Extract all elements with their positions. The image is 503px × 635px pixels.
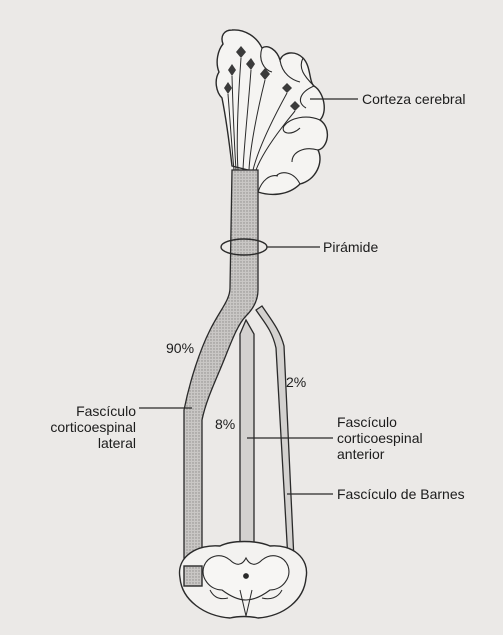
label-corteza-cerebral: Corteza cerebral <box>362 91 466 107</box>
leader-lines <box>139 98 358 495</box>
label-fasciculo-barnes: Fascículo de Barnes <box>337 486 465 502</box>
pyramidal-neurons <box>224 46 300 111</box>
label-lateral-line-2: corticoespinal <box>50 419 136 435</box>
label-piramide: Pirámide <box>323 239 379 255</box>
label-anterior-line-2: corticoespinal <box>337 430 423 446</box>
cortex-gyri <box>257 47 321 193</box>
label-anterior-line-1: Fascículo <box>337 414 397 430</box>
label-fasciculo-lateral: Fascículo corticoespinal lateral <box>20 403 136 451</box>
label-percent-90: 90% <box>166 340 195 356</box>
label-percent-2: 2% <box>286 374 307 390</box>
label-lateral-line-1: Fascículo <box>76 403 136 419</box>
label-percent-8: 8% <box>215 416 236 432</box>
descending-axons <box>227 57 296 171</box>
label-fasciculo-anterior: Fascículo corticoespinal anterior <box>337 414 423 462</box>
label-lateral-line-3: lateral <box>97 435 136 451</box>
spinal-cord-section <box>178 540 308 619</box>
corticospinal-tract <box>183 169 295 583</box>
label-anterior-line-3: anterior <box>337 446 385 462</box>
